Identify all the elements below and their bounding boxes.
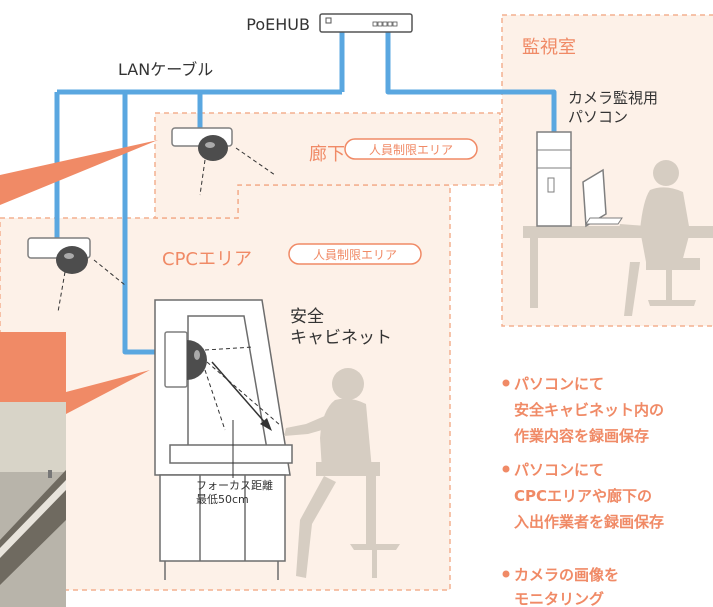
feature-3-line2: モニタリング — [514, 590, 604, 607]
corridor-badge-box — [344, 138, 478, 160]
cabinet-base — [159, 474, 286, 562]
feature-2-line2: CPCエリアや廊下の — [514, 487, 652, 505]
focus-label-line2: 最低50cm — [196, 493, 249, 506]
cabinet-work-surface — [169, 444, 293, 464]
callout-beam-cabinet — [66, 370, 150, 414]
left-camera — [27, 237, 126, 313]
callout-beam-corridor — [0, 140, 158, 205]
corridor-camera — [171, 127, 276, 196]
cpc-badge: 人員制限エリア — [313, 248, 397, 262]
hub-ports — [372, 21, 398, 27]
lan-cable-label: LANケーブル — [118, 60, 213, 79]
feature-1-line3: 作業内容を録画保存 — [514, 427, 649, 445]
focus-label-line1: フォーカス距離 — [196, 478, 273, 492]
corridor-title: 廊下 — [309, 144, 345, 165]
operator-silhouette — [618, 160, 700, 316]
worker-silhouette — [284, 368, 400, 578]
feature-2-line1: パソコンにて — [514, 461, 604, 479]
feature-2-line3: 入出作業者を録画保存 — [514, 513, 664, 531]
monitor-room-title: 監視室 — [522, 37, 576, 58]
pc-monitor — [582, 168, 607, 228]
feature-3-line1: カメラの画像を — [514, 566, 619, 584]
left-camera-dome — [56, 246, 88, 274]
cpc-badge-box — [288, 243, 422, 265]
hub-body — [319, 13, 413, 33]
feature-bullet-1 — [502, 379, 510, 387]
cable-to-cabinet-camera — [122, 92, 165, 355]
focus-distance-arrow — [211, 361, 272, 478]
feature-list: パソコンにて 安全キャビネット内の 作業内容を録画保存 パソコンにて CPCエリ… — [502, 375, 664, 607]
hub-power-led — [325, 17, 332, 24]
poe-hub: PoEHUB — [246, 13, 413, 34]
feature-bullet-3 — [502, 570, 510, 578]
pc-label-line2: パソコン — [568, 108, 628, 126]
pc-keyboard — [585, 217, 623, 225]
cabinet-label-line2: キャビネット — [290, 328, 392, 348]
corridor-badge: 人員制限エリア — [369, 143, 453, 157]
feature-1-line1: パソコンにて — [514, 375, 604, 393]
corridor-camera-dome — [198, 135, 228, 161]
cable-to-pc — [385, 30, 557, 132]
pc-label-line1: カメラ監視用 — [568, 89, 658, 107]
cabinet-label-line1: 安全 — [290, 307, 324, 327]
cpc-area-title: CPCエリア — [162, 249, 252, 270]
feature-bullet-2 — [502, 465, 510, 473]
cabinet-camera — [164, 331, 281, 431]
cabinet-camera-body — [164, 331, 188, 388]
hub-label: PoEHUB — [246, 15, 310, 34]
pc-desk-leg — [530, 238, 538, 308]
feature-1-line2: 安全キャビネット内の — [514, 401, 664, 419]
camera-preview-image — [0, 332, 66, 607]
